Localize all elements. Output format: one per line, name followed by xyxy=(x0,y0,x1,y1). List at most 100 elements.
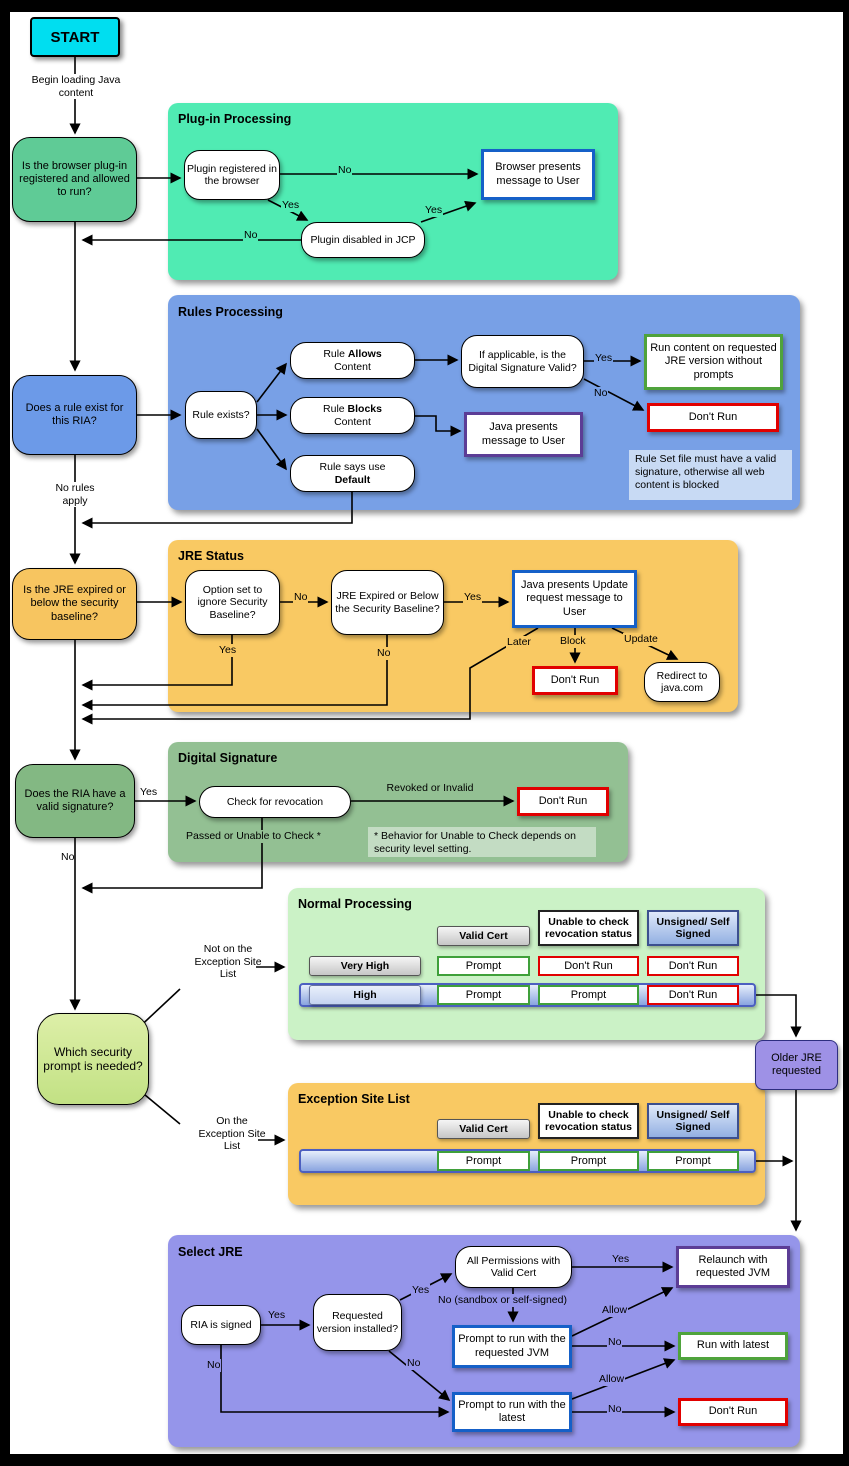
cell-very-high-valid: Prompt xyxy=(437,956,530,976)
esl-column-unable-check: Unable to check revocation status xyxy=(538,1103,639,1139)
node-ria-signed: RIA is signed xyxy=(181,1305,261,1345)
outcome-dont-run-select: Don't Run xyxy=(678,1398,788,1426)
not-on-esl-label: Not on the Exception Site List xyxy=(194,943,262,981)
outcome-run-content: Run content on requested JRE version wit… xyxy=(644,334,783,390)
decision-rule: Does a rule exist for this RIA? xyxy=(12,375,137,455)
signature-note: * Behavior for Unable to Check depends o… xyxy=(368,827,596,857)
edge-label-yes: Yes xyxy=(411,1284,431,1297)
node-check-revocation: Check for revocation xyxy=(199,786,351,818)
node-if-applicable: If applicable, is the Digital Signature … xyxy=(461,335,584,388)
start-node: START xyxy=(30,17,120,57)
edge-label-no: No xyxy=(61,851,75,863)
edge-label-yes: Yes xyxy=(267,1309,287,1322)
section-title-esl: Exception Site List xyxy=(298,1092,410,1106)
outcome-prompt-latest: Prompt to run with the latest xyxy=(452,1392,572,1432)
column-valid-cert: Valid Cert xyxy=(437,926,530,946)
node-rule-exists: Rule exists? xyxy=(185,391,257,439)
section-title-normal: Normal Processing xyxy=(298,897,412,911)
text-bold: Allows xyxy=(347,348,382,361)
outcome-relaunch: Relaunch with requested JVM xyxy=(676,1246,790,1288)
outcome-dont-run-rules: Don't Run xyxy=(647,403,779,432)
text: Content xyxy=(334,360,371,373)
edge-label-yes: Yes xyxy=(281,199,301,212)
outcome-dont-run-jre: Don't Run xyxy=(532,666,618,695)
text: Rule xyxy=(323,403,348,416)
outcome-update-message: Java presents Update request message to … xyxy=(512,570,637,628)
edge-label-allow: Allow xyxy=(601,1304,629,1317)
edge-label-no: No xyxy=(293,591,309,604)
edge-label-sandbox: No (sandbox or self-signed) xyxy=(437,1294,568,1307)
begin-caption: Begin loading Java content xyxy=(28,74,124,100)
section-title-jre: JRE Status xyxy=(178,549,244,563)
row-high: High xyxy=(309,985,421,1005)
cell-high-valid: Prompt xyxy=(437,985,530,1005)
esl-cell-valid: Prompt xyxy=(437,1151,530,1171)
edge-label-no: No xyxy=(607,1336,623,1349)
rules-note: Rule Set file must have a valid signatur… xyxy=(629,450,792,500)
text-bold: Blocks xyxy=(347,403,382,416)
section-title-select: Select JRE xyxy=(178,1245,243,1259)
outcome-dont-run-signature: Don't Run xyxy=(517,787,609,816)
esl-cell-unsigned: Prompt xyxy=(647,1151,739,1171)
text: Rule xyxy=(323,348,348,361)
edge-label-no: No xyxy=(406,1357,422,1370)
row-very-high: Very High xyxy=(309,956,421,976)
section-title-rules: Rules Processing xyxy=(178,305,283,319)
text: Content xyxy=(334,415,371,428)
column-unsigned: Unsigned/ Self Signed xyxy=(647,910,739,946)
edge-label-no: No xyxy=(376,647,392,660)
node-plugin-disabled: Plugin disabled in JCP xyxy=(301,222,425,258)
edge-label-yes: Yes xyxy=(140,786,158,798)
text-bold: Default xyxy=(334,473,371,486)
cell-high-unable: Prompt xyxy=(538,985,639,1005)
node-plugin-registered: Plugin registered in the browser xyxy=(184,150,280,200)
cell-very-high-unable: Don't Run xyxy=(538,956,639,976)
outcome-browser-message: Browser presents message to User xyxy=(481,149,595,200)
edge-label-yes: Yes xyxy=(611,1253,631,1266)
edge-label-revoked: Revoked or Invalid xyxy=(385,782,475,795)
edge-label-yes: Yes xyxy=(594,352,614,365)
node-requested-version: Requested version installed? xyxy=(313,1294,402,1351)
edge-label-block: Block xyxy=(559,635,587,648)
esl-column-unsigned: Unsigned/ Self Signed xyxy=(647,1103,739,1139)
outcome-prompt-requested: Prompt to run with the requested JVM xyxy=(452,1325,572,1368)
esl-cell-unable: Prompt xyxy=(538,1151,639,1171)
node-all-permissions: All Permissions with Valid Cert xyxy=(455,1246,572,1288)
edge-label-no: No xyxy=(607,1403,623,1416)
edge-label-no: No xyxy=(243,229,259,242)
section-title-plugin: Plug-in Processing xyxy=(178,112,292,126)
edge-label-later: Later xyxy=(506,636,532,649)
node-redirect-java: Redirect to java.com xyxy=(644,662,720,702)
no-rules-apply-label: No rules apply xyxy=(43,482,107,508)
edge-label-yes: Yes xyxy=(218,644,238,657)
decision-which-prompt: Which security prompt is needed? xyxy=(37,1013,149,1105)
edge-label-yes: Yes xyxy=(424,204,444,217)
on-esl-label: On the Exception Site List xyxy=(198,1115,266,1153)
section-title-signature: Digital Signature xyxy=(178,751,278,765)
older-jre-requested: Older JRE requested xyxy=(755,1040,838,1090)
edge-label-no: No xyxy=(593,387,609,400)
esl-column-valid-cert: Valid Cert xyxy=(437,1119,530,1139)
decision-jre: Is the JRE expired or below the security… xyxy=(12,568,137,640)
outcome-run-latest: Run with latest xyxy=(678,1332,788,1360)
edge-label-no: No xyxy=(206,1359,222,1372)
decision-plugin: Is the browser plug-in registered and al… xyxy=(12,137,137,222)
edge-label-passed: Passed or Unable to Check * xyxy=(185,830,322,843)
cell-high-unsigned: Don't Run xyxy=(647,985,739,1005)
edge-label-update: Update xyxy=(623,633,659,646)
cell-very-high-unsigned: Don't Run xyxy=(647,956,739,976)
column-unable-check: Unable to check revocation status xyxy=(538,910,639,946)
edge-label-no: No xyxy=(337,164,353,177)
edge-label-allow: Allow xyxy=(598,1373,626,1386)
outcome-java-message: Java presents message to User xyxy=(464,412,583,457)
node-option-set: Option set to ignore Security Baseline? xyxy=(185,570,280,635)
decision-signature: Does the RIA have a valid signature? xyxy=(15,764,135,838)
edge-label-yes: Yes xyxy=(463,591,483,604)
